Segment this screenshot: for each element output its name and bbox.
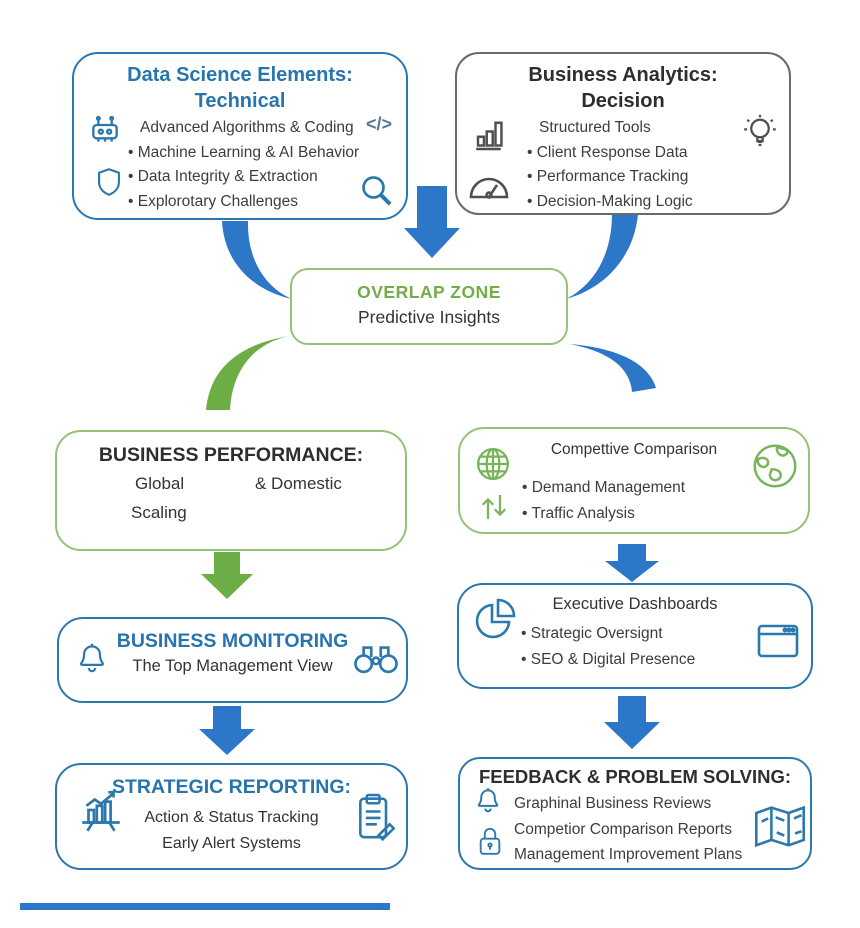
list-item: • SEO & Digital Presence (521, 650, 696, 668)
list-item: Graphinal Business Reviews (514, 795, 712, 812)
overlap-zone-title: OVERLAP ZONE (357, 282, 501, 302)
business-analytics-lines: Structured Tools • Client Response Data … (527, 116, 757, 214)
list-item: • Decision-Making Logic (527, 192, 693, 210)
executive-lines: • Strategic Oversignt • SEO & Digital Pr… (521, 621, 695, 672)
business-monitoring-title: BUSINESS MONITORING (116, 630, 349, 652)
business-monitoring-subtitle: The Top Management View (132, 657, 333, 675)
business-analytics-title: Business Analytics: Decision (457, 62, 789, 114)
arrow-center-down (404, 186, 460, 258)
padlock-icon (479, 827, 501, 855)
performance-global-label: Global (135, 474, 185, 493)
growth-chart-icon (82, 790, 120, 832)
code-icon: </> (366, 114, 393, 134)
curve-arrow-datascience-to-overlap (222, 221, 292, 299)
feedback-title: FEEDBACK & PROBLEM SOLVING: (478, 766, 792, 787)
arrow-monitoring-to-strategic (199, 706, 255, 755)
competitive-lines: • Demand Management • Traffic Analysis (522, 475, 685, 526)
feedback-lines: Graphinal Business Reviews Competior Com… (514, 791, 742, 868)
browser-window-icon (757, 624, 799, 658)
pie-chart-icon (475, 598, 516, 639)
earth-icon (753, 444, 797, 488)
list-item: • Performance Tracking (527, 168, 689, 185)
box-competitive-comparison: Compettive Comparison • Demand Managemen… (458, 427, 810, 534)
data-science-lines: Advanced Algorithms & Coding • Machine L… (128, 116, 388, 214)
business-analytics-title-line2: Decision (581, 90, 665, 112)
strategic-lines: Action & Status Tracking Early Alert Sys… (57, 805, 406, 857)
list-item: • Machine Learning & AI Behavior (128, 143, 360, 161)
overlap-zone-subtitle: Predictive Insights (357, 307, 500, 327)
list-item: • Traffic Analysis (522, 504, 635, 522)
robot-icon (92, 115, 118, 142)
data-science-title-line2: Technical (194, 90, 286, 112)
magnifier-icon (362, 176, 392, 206)
competitive-comparison-title: Compettive Comparison (550, 441, 718, 458)
box-overlap-zone: OVERLAP ZONE Predictive Insights (290, 268, 568, 345)
arrow-competitive-to-executive (605, 544, 659, 582)
business-analytics-title-line1: Business Analytics: (528, 64, 718, 86)
executive-dashboards-title: Executive Dashboards (552, 595, 718, 613)
list-item: • Demand Management (522, 479, 686, 496)
box-business-monitoring: BUSINESS MONITORING The Top Management V… (57, 617, 408, 703)
list-item: Early Alert Systems (162, 835, 301, 852)
business-performance-title: BUSINESS PERFORMANCE: (98, 444, 364, 466)
bar-chart-icon (476, 121, 503, 151)
curve-arrow-analytics-to-overlap (566, 214, 638, 299)
shield-icon (98, 168, 120, 196)
box-business-performance: BUSINESS PERFORMANCE: Global & Domestic … (55, 430, 407, 551)
list-item: Advanced Algorithms & Coding (140, 119, 354, 136)
box-executive-dashboards: Executive Dashboards • Strategic Oversig… (457, 583, 813, 689)
list-item: Competior Comparison Reports (514, 820, 732, 838)
map-icon (755, 805, 805, 848)
arrow-executive-to-feedback (604, 696, 660, 749)
globe-grid-icon (476, 447, 510, 481)
list-item: • Data Integrity & Extraction (128, 168, 318, 185)
up-down-arrows-icon (481, 495, 507, 519)
lightbulb-icon (744, 114, 776, 147)
binoculars-icon (354, 646, 398, 674)
performance-scaling-label: Scaling (131, 503, 187, 522)
data-science-title-line1: Data Science Elements: (127, 64, 353, 86)
bell-icon (477, 788, 499, 813)
list-item: Action & Status Tracking (144, 809, 319, 826)
list-item: Structured Tools (539, 119, 651, 136)
gauge-icon (469, 177, 509, 199)
box-feedback-problem-solving: FEEDBACK & PROBLEM SOLVING: Graphinal Bu… (458, 757, 812, 870)
box-business-analytics: Business Analytics: Decision Structured … (455, 52, 791, 215)
box-strategic-reporting: STRATEGIC REPORTING: Action & Status Tra… (55, 763, 408, 870)
list-item: • Strategic Oversignt (521, 625, 663, 642)
bottom-accent-bar (20, 903, 390, 910)
data-science-title: Data Science Elements: Technical (74, 62, 406, 114)
performance-domestic-label: & Domestic (255, 474, 342, 493)
box-data-science: Data Science Elements: Technical Advance… (72, 52, 408, 220)
arrow-performance-to-monitoring (201, 552, 253, 599)
bell-icon (79, 643, 105, 673)
curve-arrow-overlap-to-competitive (570, 344, 656, 392)
clipboard-icon (359, 793, 396, 842)
list-item: Management Improvement Plans (514, 846, 743, 863)
list-item: • Client Response Data (527, 143, 688, 161)
list-item: • Explorotary Challenges (128, 192, 298, 210)
strategic-reporting-title: STRATEGIC REPORTING: (111, 776, 352, 798)
curve-arrow-overlap-to-performance (206, 336, 289, 410)
